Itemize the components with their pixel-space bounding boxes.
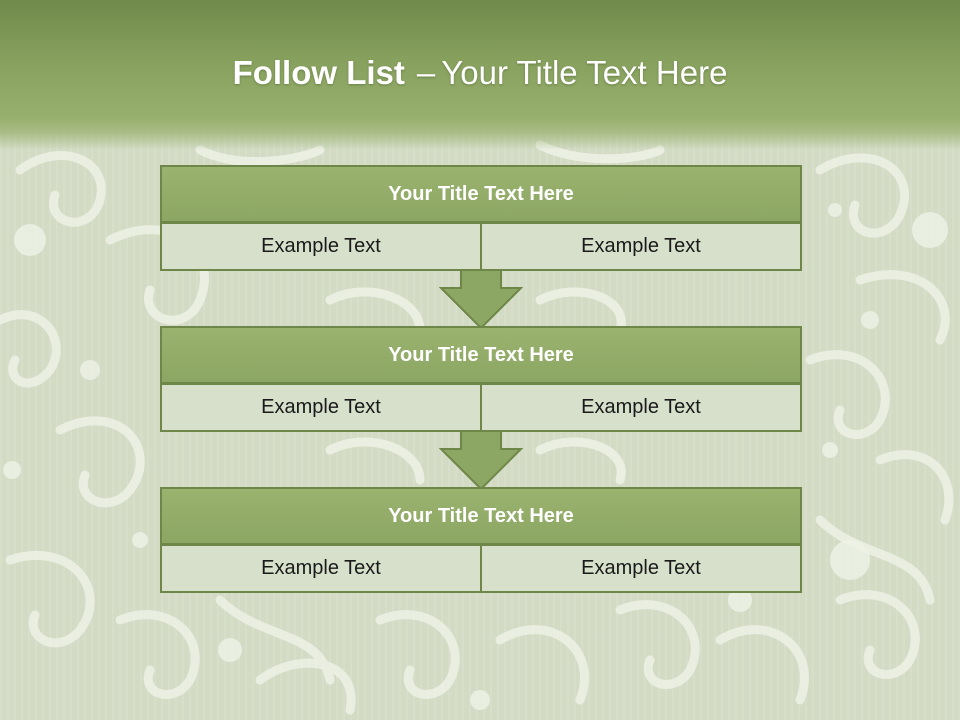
down-arrow-icon [439,431,523,491]
step-block-3: Your Title Text Here Example Text Exampl… [160,487,802,593]
slide-title-subtitle: Your Title Text Here [441,54,728,91]
slide-title: Follow List–Your Title Text Here [0,54,960,92]
step-cell-left: Example Text [162,224,480,269]
down-arrow-icon [439,270,523,330]
step-cell-left: Example Text [162,385,480,430]
step-title: Your Title Text Here [162,167,800,221]
step-cell-right: Example Text [482,546,800,591]
step-title: Your Title Text Here [162,489,800,543]
step-cell-right: Example Text [482,224,800,269]
step-cell-right: Example Text [482,385,800,430]
step-block-2: Your Title Text Here Example Text Exampl… [160,326,802,432]
slide-title-main: Follow List [232,54,405,91]
step-title: Your Title Text Here [162,328,800,382]
slide-title-dash: – [416,54,436,91]
step-block-1: Your Title Text Here Example Text Exampl… [160,165,802,271]
header-band [0,0,960,150]
step-cell-left: Example Text [162,546,480,591]
